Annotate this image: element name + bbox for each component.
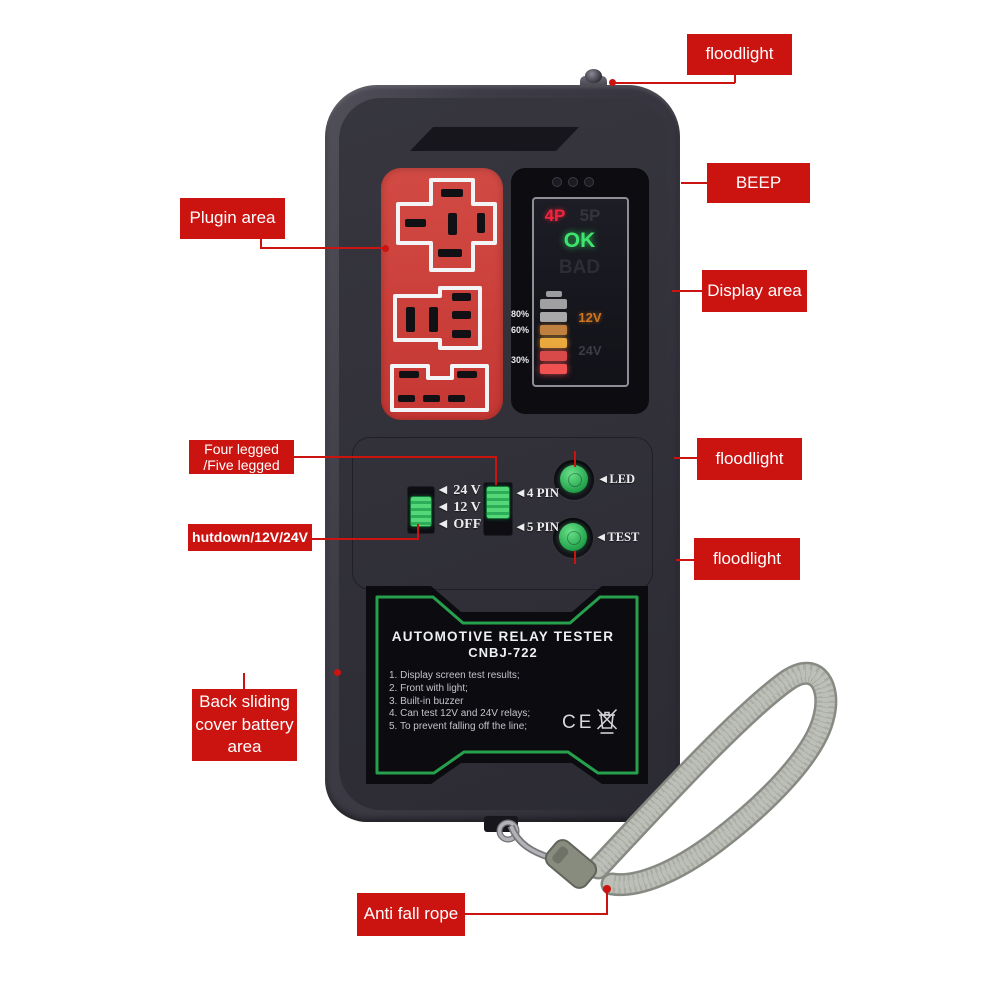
plate-feature: 4. Can test 12V and 24V relays; — [389, 708, 531, 720]
switch-label-5pin: ◄5 PIN — [514, 519, 560, 534]
plate-feature: 1. Display screen test results; — [389, 670, 520, 681]
leader-line — [312, 538, 419, 540]
leader-dot — [603, 885, 611, 893]
plate-feature: 2. Front with light; — [389, 682, 468, 694]
bezel-dot — [568, 177, 578, 187]
battery-segment — [540, 338, 567, 348]
leader-line — [294, 456, 497, 458]
leader-line — [574, 551, 576, 564]
annotation-beep: BEEP — [707, 163, 810, 203]
screen-12v-label: 12V — [578, 310, 602, 325]
annotation-battery-cover: Back sliding cover battery area — [192, 689, 297, 761]
pct-80-label: 80% — [511, 309, 530, 319]
battery-segment — [540, 312, 567, 322]
leader-line — [672, 290, 702, 292]
annotation-plugin-area: Plugin area — [180, 198, 285, 239]
pin-switch-knob — [486, 486, 510, 519]
test-button-center — [567, 531, 581, 545]
annotation-four-five-legged: Four legged /Five legged — [189, 440, 294, 474]
pct-30-label: 30% — [511, 355, 530, 365]
leader-line — [417, 524, 419, 540]
annotation-floodlight-top: floodlight — [687, 34, 792, 75]
plate-title: AUTOMOTIVE RELAY TESTER — [391, 629, 615, 644]
leader-line — [243, 673, 245, 690]
bezel-dot — [552, 177, 562, 187]
switch-label-12v: ◄ 12 V — [436, 500, 481, 515]
leader-line — [465, 913, 608, 915]
plate-model: CNBJ-722 — [468, 645, 538, 660]
led-button-center — [568, 473, 582, 487]
battery-segment — [540, 364, 567, 374]
bezel-dot — [584, 177, 594, 187]
switch-label-4pin: ◄4 PIN — [514, 485, 560, 500]
plugin-panel — [381, 168, 503, 420]
switch-label-24v: ◄ 24 V — [436, 483, 481, 498]
plate-feature: 5. To prevent falling off the line; — [389, 721, 528, 733]
annotation-display-area: Display area — [702, 270, 807, 312]
leader-line — [734, 75, 736, 83]
power-switch-knob — [410, 496, 432, 527]
screen-4p-label: 4P — [544, 206, 566, 225]
plate-feature-list: 1. Display screen test results; 2. Front… — [389, 670, 530, 734]
battery-segment — [540, 299, 567, 309]
strap-ring-shadow — [496, 819, 520, 843]
test-button-label: ◄TEST — [595, 530, 640, 544]
switch-label-off: ◄ OFF — [436, 517, 482, 532]
annotation-floodlight-low: floodlight — [694, 538, 800, 580]
leader-line — [613, 82, 735, 84]
strap-connector — [544, 839, 598, 889]
leader-line — [681, 182, 707, 184]
leader-line — [606, 889, 608, 915]
leader-line — [260, 239, 262, 249]
annotation-floodlight-mid: floodlight — [697, 438, 802, 480]
screen-5p-label: 5P — [579, 206, 601, 225]
leader-line — [574, 451, 576, 467]
leader-dot — [334, 669, 341, 676]
leader-line — [674, 457, 697, 459]
battery-segment — [540, 325, 567, 335]
screen-bad-indicator: BAD — [558, 257, 601, 278]
strap-wire-shadow — [507, 824, 553, 862]
battery-segment — [540, 351, 567, 361]
leader-line — [260, 247, 385, 249]
leader-line — [495, 456, 497, 485]
pct-60-label: 60% — [511, 325, 530, 335]
screen-24v-label: 24V — [578, 343, 602, 358]
annotation-anti-fall-rope: Anti fall rope — [357, 893, 465, 936]
strap-ring — [497, 820, 519, 842]
floodlight-button-dome — [585, 69, 602, 83]
ce-mark: CE — [562, 712, 595, 733]
battery-cap — [546, 291, 562, 297]
leader-dot — [609, 79, 616, 86]
plate-feature: 3. Built-in buzzer — [389, 695, 464, 707]
leader-line — [676, 559, 694, 561]
annotation-shutdown-switch: hutdown/12V/24V — [188, 524, 312, 551]
led-button-label: ◄LED — [597, 472, 636, 486]
leader-dot — [382, 245, 389, 252]
strap-wire — [509, 825, 552, 860]
screen-ok-indicator: OK — [563, 229, 596, 252]
